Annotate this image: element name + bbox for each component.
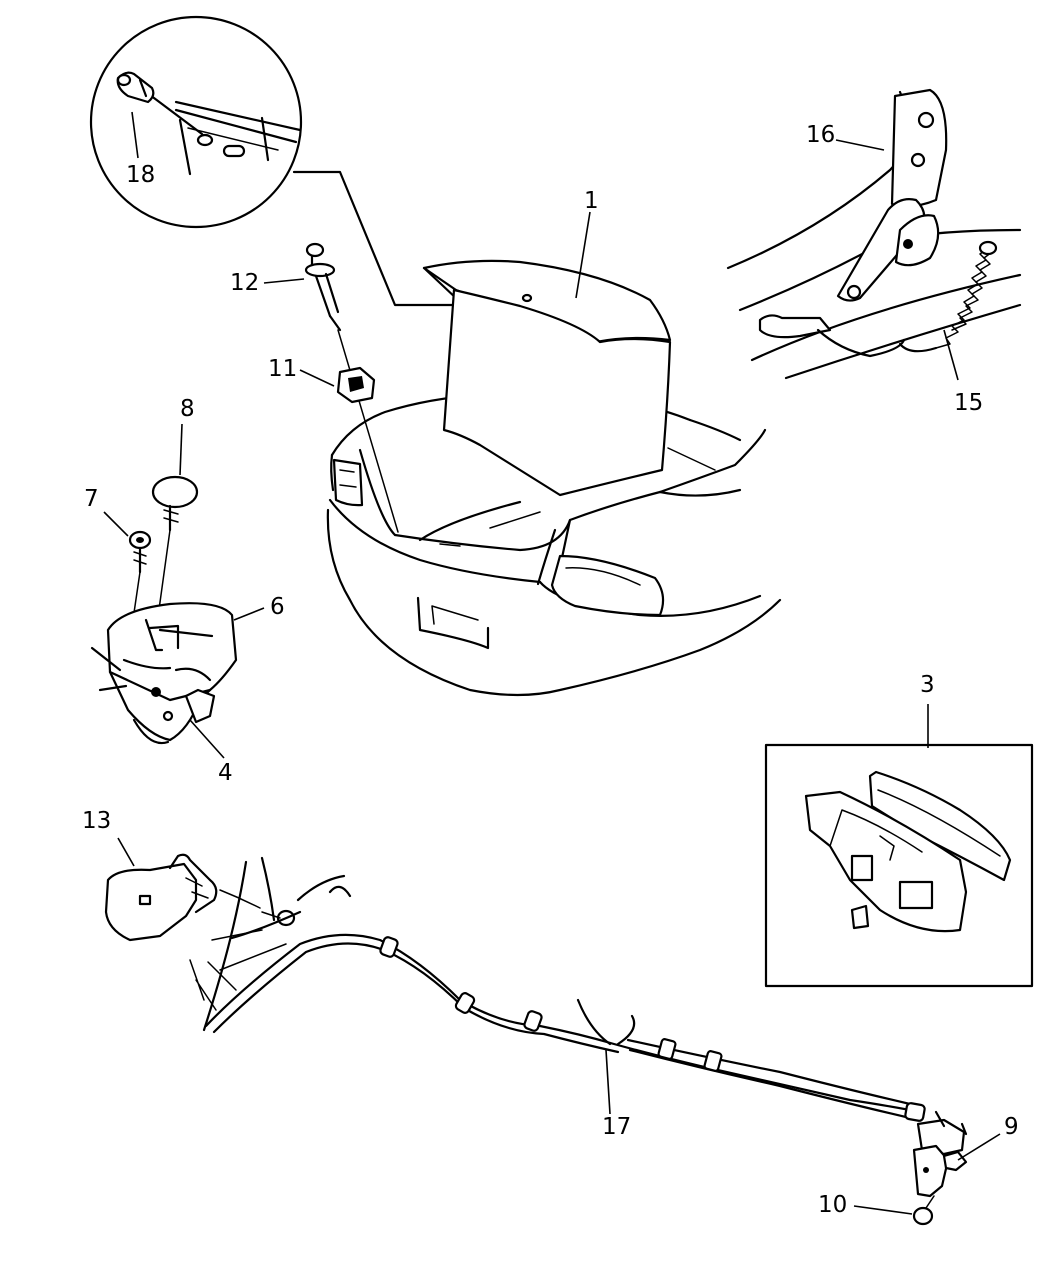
release-cable — [204, 933, 926, 1122]
floor-pan-section — [189, 856, 352, 1032]
callout-16: 16 — [806, 122, 835, 148]
callout-8: 8 — [180, 396, 195, 422]
trunk-lid — [422, 259, 672, 497]
cable-bolt — [912, 1195, 935, 1226]
callout-9: 9 — [1004, 1114, 1019, 1140]
callout-4: 4 — [218, 760, 233, 786]
hinge-assembly — [726, 88, 1022, 380]
inset-box-view — [764, 743, 1034, 988]
callout-7: 7 — [84, 486, 99, 512]
car-rear-body — [326, 393, 782, 697]
callout-labels: 1 3 4 6 7 8 9 10 11 12 13 15 16 17 18 — [82, 122, 1019, 1218]
callout-3: 3 — [920, 672, 935, 698]
callout-13: 13 — [82, 808, 111, 834]
cable-end-bracket — [912, 1110, 968, 1198]
detail-connector-line — [292, 170, 472, 307]
callout-1: 1 — [584, 188, 599, 214]
trunk-latch — [90, 602, 238, 745]
callout-17: 17 — [602, 1114, 631, 1140]
leader-lines — [103, 111, 1001, 1215]
callout-10: 10 — [818, 1192, 847, 1218]
bracket-screw — [261, 909, 296, 927]
torsion-spring — [898, 240, 998, 353]
detail-circle-view — [89, 15, 303, 229]
callout-15: 15 — [954, 390, 983, 416]
trunk-lamp-bulb — [116, 71, 155, 104]
push-pin-fastener — [304, 242, 399, 533]
trunk-clip — [336, 366, 376, 404]
release-lever-bracket — [104, 853, 261, 942]
callout-12: 12 — [230, 270, 259, 296]
callout-6: 6 — [270, 594, 285, 620]
callout-18: 18 — [126, 162, 155, 188]
callout-11: 11 — [268, 356, 297, 382]
